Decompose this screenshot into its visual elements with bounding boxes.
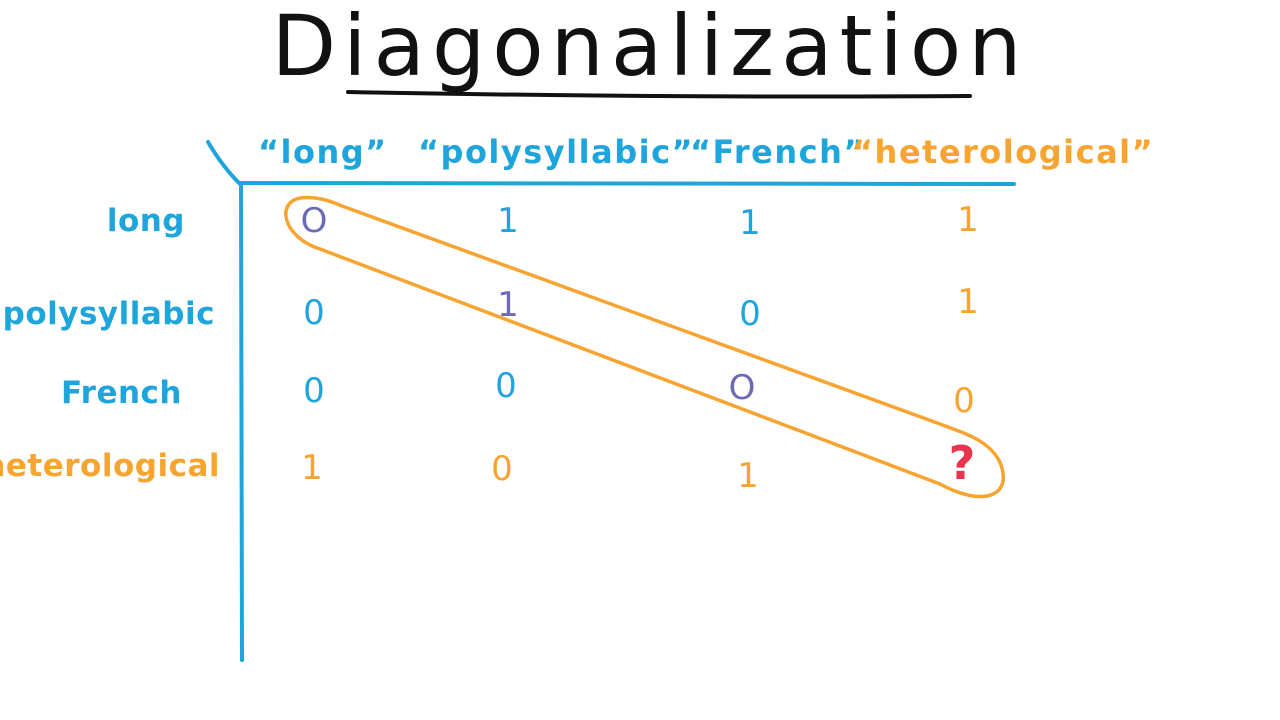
- matrix-cell: 1: [957, 282, 979, 322]
- header-axis-line: [238, 181, 1016, 186]
- page-title: Diagonalization: [271, 0, 1029, 95]
- matrix-cell-unknown: ?: [948, 436, 976, 490]
- column-header-long: “long”: [258, 133, 388, 171]
- matrix-cell: 1: [737, 456, 759, 496]
- row-axis-line: [239, 181, 244, 662]
- column-header-heterological: “heterological”: [852, 133, 1155, 171]
- column-header-polysyllabic: “polysyllabic”: [418, 133, 695, 171]
- column-header-french: “French”: [690, 133, 866, 171]
- diagonal-highlight-loop: [284, 195, 1006, 499]
- title-underline: [346, 90, 972, 99]
- matrix-cell: 1: [301, 448, 323, 488]
- matrix-cell: O: [300, 201, 328, 241]
- matrix-cell: 0: [495, 366, 517, 406]
- row-header-heterological: heterological: [0, 448, 220, 484]
- matrix-cell: 0: [491, 449, 513, 489]
- matrix-cell: O: [728, 368, 756, 408]
- corner-tick: [206, 140, 242, 186]
- matrix-cell: 0: [739, 294, 761, 334]
- matrix-cell: 0: [303, 371, 325, 411]
- matrix-cell: 1: [497, 285, 519, 325]
- matrix-cell: 1: [497, 201, 519, 241]
- row-header-french: French: [60, 375, 182, 411]
- matrix-cell: 1: [739, 203, 761, 243]
- row-header-polysyllabic: polysyllabic: [2, 296, 215, 332]
- matrix-cell: 0: [303, 293, 325, 333]
- matrix-cell: 0: [953, 381, 975, 421]
- row-header-long: long: [106, 203, 185, 239]
- matrix-cell: 1: [957, 200, 979, 240]
